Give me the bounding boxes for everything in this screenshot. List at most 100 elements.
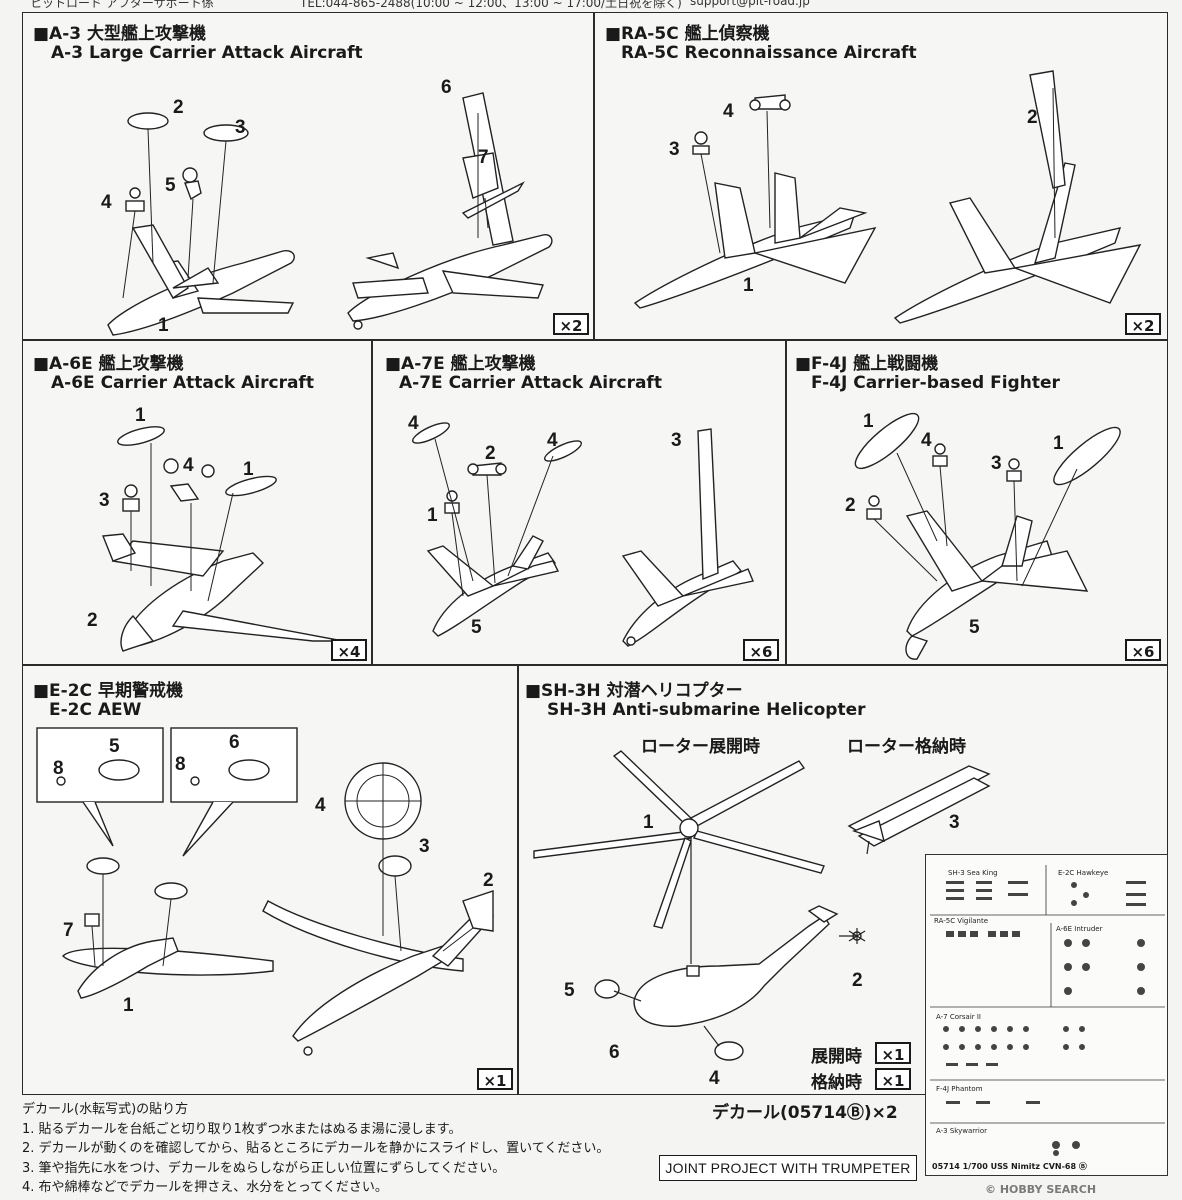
a6e-callout: 3: [99, 490, 110, 511]
f4j-callout: 3: [991, 453, 1002, 474]
f4j-callout: 4: [921, 430, 932, 451]
header-strip: ヒットロード アフターサポート係 TEL:044-865-2488(10:00 …: [0, 0, 1182, 12]
sh3h-callout: 1: [643, 812, 654, 833]
sh3h-title-en: SH-3H Anti-submarine Helicopter: [547, 700, 866, 720]
a6e-title-jp: ■A-6E 艦上攻撃機: [33, 354, 184, 374]
mode-deployed: 展開時 ×1: [811, 1042, 911, 1067]
panel-ra5c: ■RA-5C 艦上偵察機 RA-5C Reconnaissance Aircra…: [594, 12, 1168, 340]
e2c-assembly-diagram: 8 5 8 6 7 1 4 3 2: [36, 727, 494, 1056]
e2c-callout: 8: [175, 754, 186, 775]
instruction-step: 4. 布や綿棒などでデカールを押さえ、水分をとってください。: [22, 1180, 388, 1195]
a7e-callout: 4: [547, 430, 558, 451]
e2c-callout: 3: [419, 836, 430, 857]
sh3h-assembly-diagram: 1 3 2 5 6 4: [533, 750, 991, 1089]
sh3h-callout: 3: [949, 812, 960, 833]
a7e-assembly-diagram: 4 2 4 1 5 3: [408, 413, 754, 647]
a3-assembly-diagram: 2 3 4 5 1 6 7: [101, 77, 553, 336]
header-phone: TEL:044-865-2488(10:00 ~ 12:00、13:00 ~ 1…: [300, 0, 682, 10]
a3-callout: 1: [158, 315, 169, 336]
mode-stowed-label: 格納時: [811, 1073, 862, 1093]
a7e-callout: 3: [671, 430, 682, 451]
a7e-callout: 2: [485, 443, 496, 464]
e2c-callout: 2: [483, 870, 494, 891]
a3-multiplier: ×2: [553, 313, 589, 335]
rotor-deployed-label: ローター展開時: [641, 737, 760, 757]
decal-section-f4j: F-4J Phantom: [936, 1085, 983, 1093]
decal-instructions: デカール(水転写式)の貼り方 1. 貼るデカールを台紙ごと切り取り1枚ずつ水また…: [22, 1100, 609, 1198]
e2c-title-en: E-2C AEW: [49, 700, 142, 720]
decal-sheet-footer: 05714 1/700 USS Nimitz CVN-68 Ⓑ: [932, 1162, 1087, 1171]
e2c-callout: 6: [229, 732, 240, 753]
mode-deployed-multiplier: ×1: [875, 1042, 911, 1064]
f4j-callout: 5: [969, 617, 980, 638]
header-email: support@pit-road.jp: [690, 0, 810, 8]
a7e-callout: 1: [427, 505, 438, 526]
decal-section-a7: A-7 Corsair II: [936, 1013, 982, 1021]
ra5c-title-en: RA-5C Reconnaissance Aircraft: [621, 43, 917, 63]
sh3h-callout: 4: [709, 1068, 720, 1089]
instruction-step: 3. 筆や指先に水をつけ、デカールをぬらしながら正しい位置にずらしてください。: [22, 1160, 506, 1176]
ra5c-callout: 4: [723, 101, 734, 122]
ra5c-callout: 2: [1027, 107, 1038, 128]
watermark: © HOBBY SEARCH: [985, 1183, 1097, 1196]
a7e-title-jp: ■A-7E 艦上攻撃機: [385, 354, 536, 374]
a6e-multiplier: ×4: [331, 639, 367, 661]
e2c-callout: 5: [109, 736, 120, 757]
sh3h-title-jp: ■SH-3H 対潜ヘリコプター: [525, 681, 743, 701]
a3-callout: 2: [173, 97, 184, 118]
decal-section-ra5c: RA-5C Vigilante: [934, 917, 988, 925]
a7e-callout: 5: [471, 617, 482, 638]
decal-section-a3: A-3 Skywarrior: [936, 1127, 987, 1135]
ra5c-title-jp: ■RA-5C 艦上偵察機: [605, 24, 770, 44]
mode-stowed-multiplier: ×1: [875, 1068, 911, 1090]
a6e-title-en: A-6E Carrier Attack Aircraft: [51, 373, 314, 393]
f4j-callout: 1: [1053, 433, 1064, 454]
decal-sheet: SH-3 Sea King E-2C Hawkeye RA-5C Vigilan…: [925, 854, 1168, 1176]
a3-callout: 6: [441, 77, 452, 98]
decal-section-e2c: E-2C Hawkeye: [1058, 869, 1109, 877]
e2c-callout: 4: [315, 795, 326, 816]
e2c-callout: 1: [123, 995, 134, 1016]
f4j-title-jp: ■F-4J 艦上戦闘機: [795, 354, 939, 374]
ra5c-multiplier: ×2: [1125, 313, 1161, 335]
a6e-callout: 2: [87, 610, 98, 631]
instruction-step: 1. 貼るデカールを台紙ごと切り取り1枚ずつ水またはぬるま湯に浸します。: [22, 1121, 462, 1137]
sh3h-callout: 5: [564, 980, 575, 1001]
a6e-callout: 1: [135, 405, 146, 426]
rotor-stowed-label: ローター格納時: [847, 737, 966, 757]
decal-markings: [930, 865, 1165, 1156]
f4j-assembly-diagram: 1 4 3 1 2 5: [845, 411, 1121, 660]
instruction-step: 2. デカールが動くのを確認してから、貼るところにデカールを静かにスライドし、置…: [22, 1141, 610, 1156]
e2c-callout: 7: [63, 920, 74, 941]
a3-callout: 3: [235, 117, 246, 138]
a7e-callout: 4: [408, 413, 419, 434]
sh3h-callout: 2: [852, 970, 863, 991]
joint-project-label: JOINT PROJECT WITH TRUMPETER: [659, 1155, 917, 1181]
f4j-multiplier: ×6: [1125, 639, 1161, 661]
decal-section-a6e: A-6E Intruder: [1056, 925, 1103, 933]
f4j-callout: 2: [845, 495, 856, 516]
mode-stowed: 格納時 ×1: [811, 1068, 911, 1093]
a7e-multiplier: ×6: [743, 639, 779, 661]
sh3h-callout: 6: [609, 1042, 620, 1063]
panel-a3: ■A-3 大型艦上攻撃機 A-3 Large Carrier Attack Ai…: [22, 12, 594, 340]
ra5c-callout: 3: [669, 139, 680, 160]
instructions-heading: デカール(水転写式)の貼り方: [22, 1102, 189, 1117]
a6e-callout: 4: [183, 455, 194, 476]
panel-f4j: ■F-4J 艦上戦闘機 F-4J Carrier-based Fighter 1…: [786, 340, 1168, 665]
decal-caption: デカール(05714Ⓑ)×2: [712, 1103, 898, 1123]
ra5c-assembly-diagram: 4 3 1 2: [633, 70, 1142, 324]
e2c-multiplier: ×1: [477, 1068, 513, 1090]
panel-e2c: ■E-2C 早期警戒機 E-2C AEW: [22, 665, 518, 1095]
panel-a7e: ■A-7E 艦上攻撃機 A-7E Carrier Attack Aircraft: [372, 340, 786, 665]
a6e-assembly-diagram: 1 4 1 3 2: [87, 405, 344, 652]
a3-callout: 5: [165, 175, 176, 196]
a3-title-en: A-3 Large Carrier Attack Aircraft: [51, 43, 363, 63]
panel-a6e: ■A-6E 艦上攻撃機 A-6E Carrier Attack Aircraft…: [22, 340, 372, 665]
a3-callout: 4: [101, 192, 112, 213]
a6e-callout: 1: [243, 459, 254, 480]
a7e-title-en: A-7E Carrier Attack Aircraft: [399, 373, 662, 393]
a3-callout: 7: [478, 147, 489, 168]
a3-title-jp: ■A-3 大型艦上攻撃機: [33, 24, 207, 44]
e2c-title-jp: ■E-2C 早期警戒機: [33, 681, 183, 701]
